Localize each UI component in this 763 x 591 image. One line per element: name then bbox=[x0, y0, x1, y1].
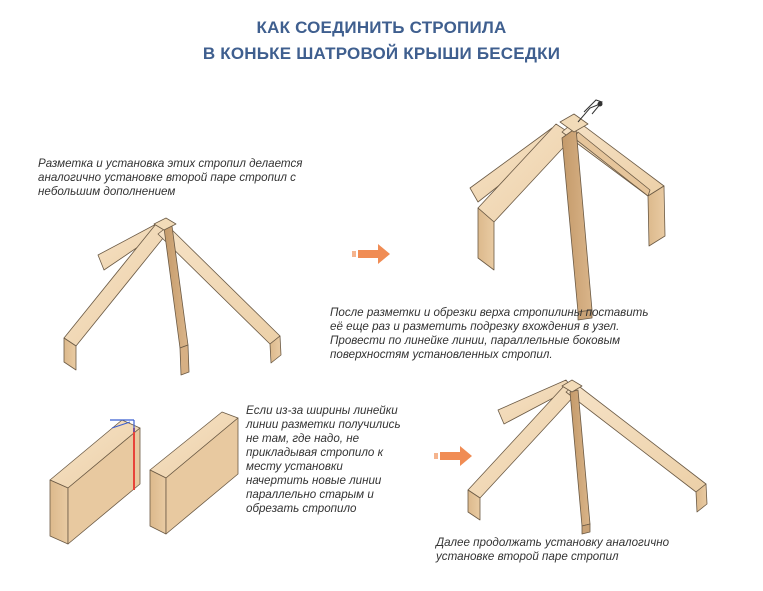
caption-line: её еще раз и разметить подрезку вхождени… bbox=[330, 320, 620, 333]
board-left-end bbox=[49, 479, 69, 545]
title-line-2: В КОНЬКЕ ШАТРОВОЙ КРЫШИ БЕСЕДКИ bbox=[202, 44, 561, 63]
step2-caption: После разметки и обрезки верха стропилин… bbox=[330, 306, 648, 362]
rafter-center-end bbox=[577, 309, 593, 321]
rafter-center bbox=[569, 389, 591, 527]
board-right-face bbox=[165, 417, 239, 535]
caption-line: Разметка и установка этих стропил делает… bbox=[38, 157, 303, 170]
ridge-node bbox=[559, 113, 589, 133]
caption-line: Если из-за ширины линейки bbox=[246, 404, 398, 417]
caption-line: После разметки и обрезки верха стропилин… bbox=[330, 306, 649, 319]
caption-line: аналогично установке второй паре стропил… bbox=[38, 171, 296, 184]
step1-caption: Разметка и установка этих стропил делает… bbox=[38, 157, 302, 199]
rafter-center-end bbox=[179, 344, 190, 376]
pencil-icon bbox=[577, 99, 603, 123]
ridge-node bbox=[153, 217, 177, 231]
arrow-right-icon bbox=[352, 244, 390, 264]
step2-rafters bbox=[469, 113, 666, 321]
step1-rafters bbox=[63, 217, 282, 376]
caption-line: начертить новые линии bbox=[246, 474, 382, 487]
caption-line: параллельно старым и bbox=[246, 488, 374, 501]
caption-line: поверхностям установленных стропил. bbox=[330, 348, 553, 361]
rafter-center bbox=[561, 127, 593, 313]
board-left-face bbox=[67, 427, 141, 545]
ridge-node bbox=[561, 379, 583, 393]
rafter-right-end bbox=[269, 335, 282, 364]
board-right-end bbox=[149, 469, 167, 535]
caption-line: линии разметки получились bbox=[246, 418, 401, 431]
step4-rafters bbox=[467, 379, 708, 535]
caption-line: Далее продолжать установку аналогично bbox=[436, 536, 670, 549]
step3-caption: Если из-за ширины линейки линии разметки… bbox=[246, 404, 401, 516]
rafter-left bbox=[63, 223, 169, 347]
caption-line: небольшим дополнением bbox=[38, 185, 176, 198]
rafter-right-side bbox=[573, 131, 651, 197]
rafter-left-end bbox=[63, 337, 77, 371]
step4-caption: Далее продолжать установку аналогично ус… bbox=[436, 536, 669, 564]
step3-boards bbox=[49, 411, 239, 545]
caption-line: не там, где надо, не bbox=[246, 432, 360, 445]
caption-line: установке второй паре стропил bbox=[436, 550, 619, 563]
rafter-right-end bbox=[647, 185, 666, 247]
rafter-right bbox=[565, 383, 707, 493]
caption-line: Провести по линейке линии, параллельные … bbox=[330, 334, 621, 347]
arrow-right-icon bbox=[434, 446, 472, 466]
rafter-left-end bbox=[477, 207, 495, 271]
rafter-right-end bbox=[695, 483, 708, 513]
caption-line: обрезать стропило bbox=[246, 502, 357, 515]
caption-line: прикладывая стропило к bbox=[246, 446, 384, 459]
marking-lines bbox=[110, 419, 135, 490]
rafter-center-end bbox=[581, 523, 591, 535]
title-line-1: КАК СОЕДИНИТЬ СТРОПИЛА bbox=[256, 18, 507, 37]
caption-line: месту установки bbox=[246, 460, 343, 473]
rafter-left-end bbox=[467, 489, 481, 521]
